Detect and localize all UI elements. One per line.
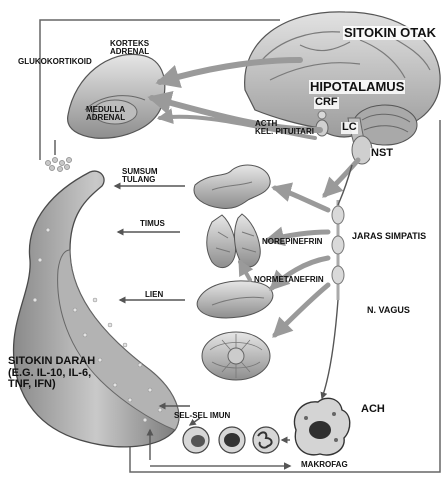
label-korteks-adrenal: KORTEKS ADRENAL: [110, 40, 149, 57]
label-makrofag: MAKROFAG: [301, 461, 348, 469]
label-norepinefrin: NOREPINEFRIN: [262, 238, 322, 246]
label-sel-sel-imun: SEL-SEL IMUN: [174, 412, 230, 420]
bone-marrow: [194, 165, 270, 208]
label-glukokortikoid: GLUKOKORTIKOID: [18, 58, 92, 66]
label-n-vagus: N. VAGUS: [367, 306, 410, 315]
label-crf: CRF: [314, 97, 339, 109]
label-sitokin-darah: SITOKIN DARAH (E.G. IL-10, IL-6, TNF, IF…: [8, 356, 95, 391]
label-acth-pituitari: ACTH KEL. PITUITARI: [255, 120, 314, 137]
spleen: [197, 281, 273, 318]
label-sumsum-tulang: SUMSUM TULANG: [122, 168, 158, 185]
label-lien: LIEN: [145, 291, 163, 299]
macrophage: [294, 398, 349, 455]
label-sitokin-otak: SITOKIN OTAK: [343, 26, 437, 40]
label-medulla-adrenal: MEDULLA ADRENAL: [86, 106, 125, 123]
label-jaras-simpatis: JARAS SIMPATIS: [352, 232, 426, 241]
immune-cells: [183, 427, 279, 453]
blood-vessel: [14, 171, 179, 447]
label-nst: NST: [370, 148, 394, 160]
thymus: [207, 214, 261, 268]
label-ach: ACH: [361, 404, 385, 416]
glucocorticoid-droplets: [45, 157, 71, 171]
label-hipotalamus: HIPOTALAMUS: [309, 80, 405, 94]
label-normetanefrin: NORMETANEFRIN: [254, 276, 324, 284]
label-lc: LC: [341, 122, 358, 134]
lymph-node: [202, 332, 270, 380]
sympathetic-chain: [332, 200, 344, 300]
label-timus: TIMUS: [140, 220, 165, 228]
